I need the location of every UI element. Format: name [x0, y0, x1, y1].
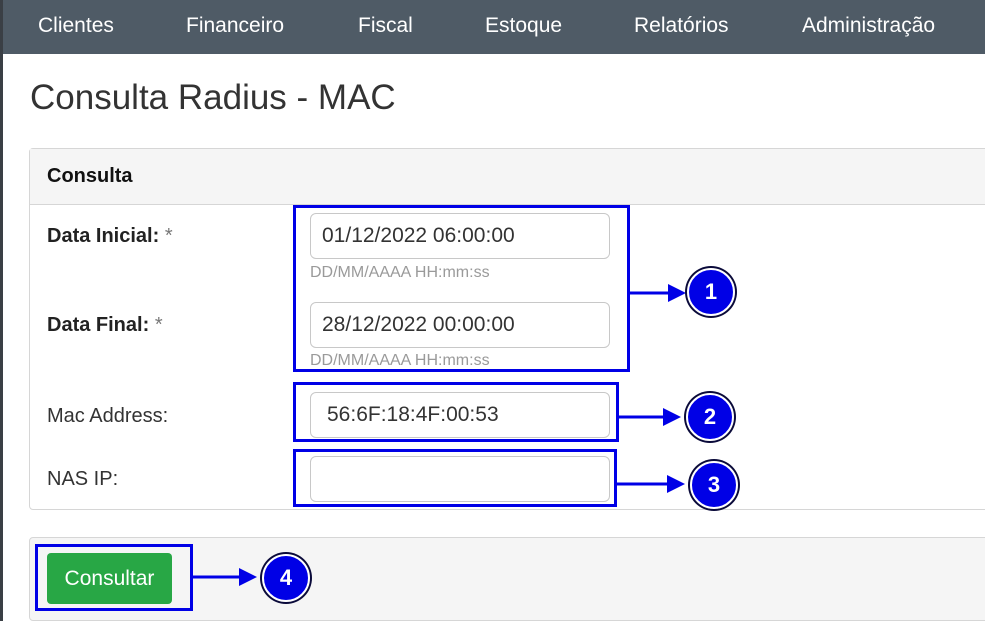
action-panel [29, 537, 985, 621]
data-final-hint: DD/MM/AAAA HH:mm:ss [310, 352, 490, 369]
data-inicial-hint: DD/MM/AAAA HH:mm:ss [310, 264, 490, 281]
annotation-badge-3: 3 [690, 461, 738, 509]
nas-ip-input[interactable] [310, 456, 610, 502]
mac-address-label: Mac Address: [47, 405, 169, 427]
nav-item-financeiro[interactable]: Financeiro [186, 14, 285, 37]
nav-item-relatorios[interactable]: Relatórios [634, 14, 729, 37]
panel-heading: Consulta [30, 149, 985, 205]
top-navbar: Clientes Financeiro Fiscal Estoque Relat… [3, 0, 985, 54]
nav-item-estoque[interactable]: Estoque [485, 14, 563, 37]
nav-item-fiscal[interactable]: Fiscal [358, 14, 413, 37]
data-inicial-input[interactable] [310, 213, 610, 259]
required-mark: * [164, 225, 173, 247]
annotation-badge-2: 2 [686, 393, 734, 441]
data-final-input[interactable] [310, 302, 610, 348]
data-final-label-text: Data Final: [47, 314, 150, 336]
data-final-label: Data Final: * [47, 314, 163, 337]
left-edge-strip [0, 0, 3, 621]
nav-item-clientes[interactable]: Clientes [38, 14, 114, 37]
consultar-button[interactable]: Consultar [47, 553, 172, 604]
required-mark: * [154, 314, 163, 336]
panel-heading-title: Consulta [47, 165, 133, 187]
data-inicial-label-text: Data Inicial: [47, 225, 160, 247]
nav-item-administracao[interactable]: Administração [802, 14, 936, 37]
nas-ip-label: NAS IP: [47, 468, 119, 490]
annotation-badge-1: 1 [687, 268, 735, 316]
mac-address-input[interactable] [310, 392, 610, 438]
page-title: Consulta Radius - MAC [30, 78, 396, 117]
annotation-badge-4: 4 [262, 554, 310, 602]
data-inicial-label: Data Inicial: * [47, 225, 173, 248]
